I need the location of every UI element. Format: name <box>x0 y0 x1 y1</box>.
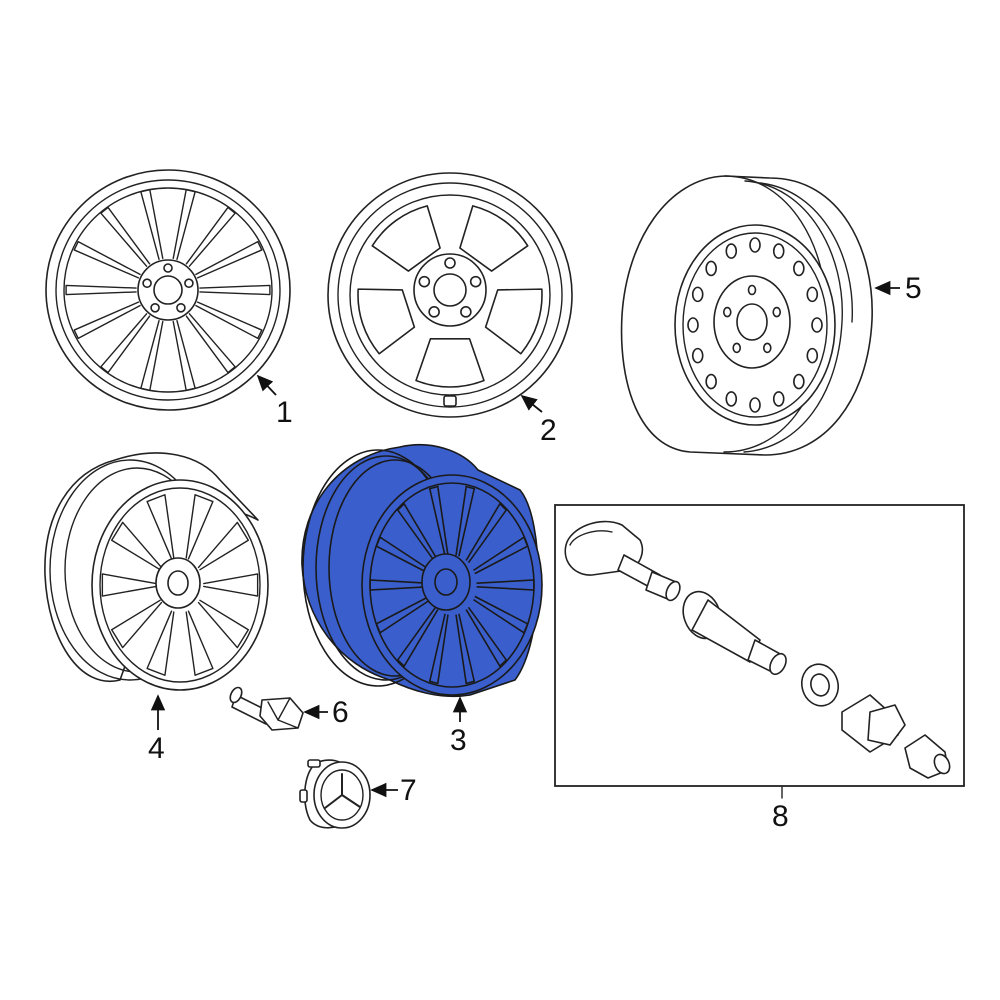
callout-label-2: 2 <box>540 414 557 447</box>
wheel-bolt-6[interactable] <box>228 686 304 731</box>
wheel-4[interactable] <box>44 452 269 691</box>
callout-4: 4 <box>148 694 166 765</box>
callout-7: 7 <box>370 774 417 807</box>
callout-1: 1 <box>256 374 293 429</box>
callout-label-6: 6 <box>332 696 349 729</box>
callout-5: 5 <box>874 272 922 305</box>
valve-core-cap <box>904 734 951 779</box>
callout-label-7: 7 <box>400 774 417 807</box>
valve-nut <box>800 663 840 707</box>
valve-cap <box>841 694 906 753</box>
callout-label-8: 8 <box>772 800 789 833</box>
callout-label-4: 4 <box>148 732 165 765</box>
callout-label-1: 1 <box>276 396 293 429</box>
callout-label-3: 3 <box>450 724 467 757</box>
callout-2: 2 <box>520 394 557 447</box>
callout-3: 3 <box>450 696 468 757</box>
wheel-2[interactable] <box>327 172 573 418</box>
callout-8: 8 <box>772 785 789 833</box>
spare-wheel-5[interactable] <box>620 175 873 456</box>
center-cap-7[interactable] <box>299 759 371 829</box>
callout-6: 6 <box>303 696 349 729</box>
valve-stem <box>682 590 787 676</box>
tpms-sensor <box>564 520 681 602</box>
tpms-kit-8[interactable] <box>554 504 965 787</box>
callout-label-5: 5 <box>905 272 922 305</box>
tpms-kit-box <box>554 504 965 787</box>
wheel-1[interactable] <box>45 169 291 411</box>
wheel-3-highlighted[interactable] <box>301 443 543 698</box>
